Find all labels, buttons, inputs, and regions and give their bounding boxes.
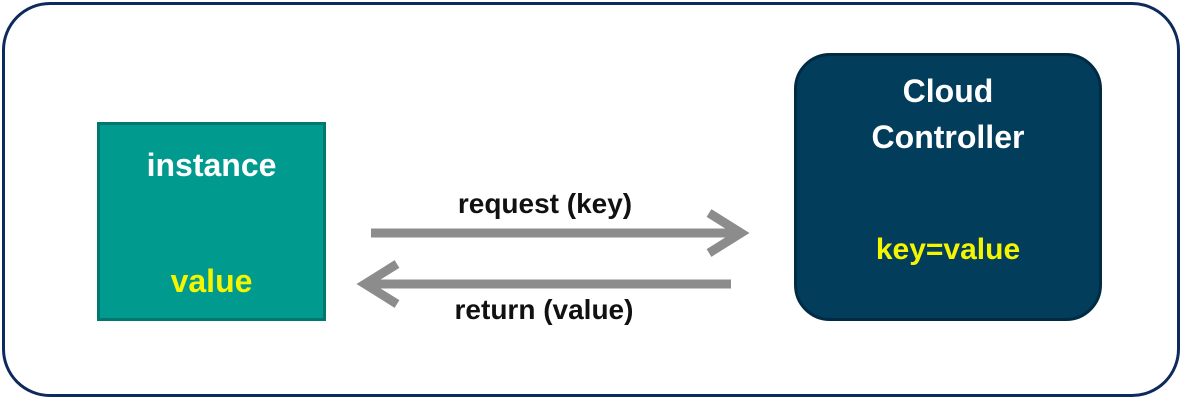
return-label: return (value) (454, 294, 634, 325)
instance-title: instance (146, 147, 277, 183)
cloud-controller-title: Cloud Controller (797, 68, 1099, 160)
cloud-controller-box: Cloud Controller key=value (794, 53, 1102, 321)
request-arrow (371, 209, 750, 257)
return-arrow (356, 260, 731, 308)
request-label: request (key) (457, 188, 633, 219)
instance-value: value (170, 263, 253, 299)
cloud-controller-title-line1: Cloud (902, 73, 994, 109)
cloud-controller-title-line2: Controller (871, 119, 1025, 155)
cloud-controller-value: key=value (875, 233, 1021, 266)
instance-box: instance value (97, 122, 326, 321)
